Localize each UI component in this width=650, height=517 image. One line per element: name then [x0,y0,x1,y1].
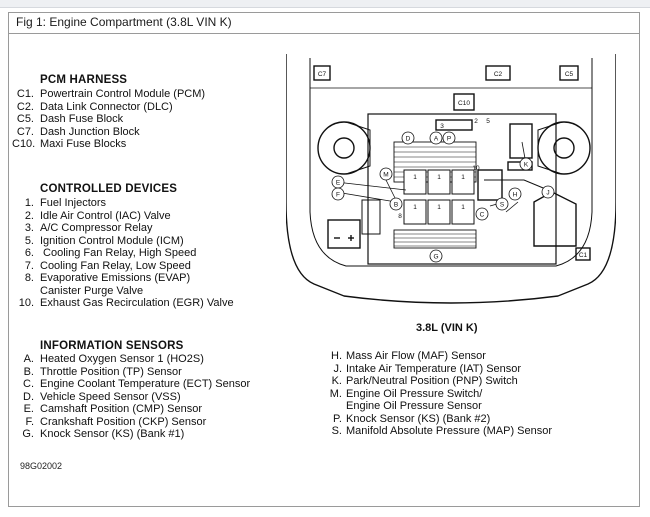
sensor-item: E.Camshaft Position (CMP) Sensor [23,403,202,415]
sensor-item: P.Knock Sensor (KS) (Bank #2) [333,412,491,425]
callout-1: 1 [437,204,441,211]
callout-m: M [383,172,388,179]
callout-g: G [433,254,438,261]
sensor-item: S.Manifold Absolute Pressure (MAP) Senso… [331,425,553,437]
pcm-harness-item: C7.Dash Junction Block [16,125,140,138]
sensor-callouts: D A P K M E F B S H J C G [331,131,555,263]
callout-1: 1 [461,204,465,211]
sensor-item: Engine Oil Pressure Sensor [346,400,482,412]
air-filter-box [533,191,577,247]
controlled-devices-heading: CONTROLLED DEVICES [40,183,178,195]
pcm-harness-item: C10.Maxi Fuse Blocks [12,138,127,150]
callout-f: F [336,192,340,199]
callout-8: 8 [398,213,402,220]
callout-1: 1 [461,174,465,181]
callout-2: 2 [474,118,478,125]
pcm-harness-item: C2.Data Link Connector (DLC) [16,100,173,113]
diagram-callouts: C7 C2 C5 C10 C1 3 2 5 10 8 1 1 1 1 1 1 [318,71,588,259]
information-sensors-heading: INFORMATION SENSORS [40,340,184,352]
callout-j: J [546,190,549,197]
sensor-item: A.Heated Oxygen Sensor 1 (HO2S) [23,353,204,365]
sensor-item: F.Crankshaft Position (CKP) Sensor [25,415,207,428]
figure-code: 98G02002 [20,461,63,471]
sensor-item: D.Vehicle Speed Sensor (VSS) [23,390,181,403]
battery [327,219,361,249]
callout-c2: C2 [494,71,503,78]
firewall-outline [309,58,593,267]
controlled-device-item: 10.Exhaust Gas Recirculation (EGR) Valve [18,297,234,309]
callout-c: C [480,212,485,219]
sensor-item: G.Knock Sensor (KS) (Bank #1) [22,428,185,440]
callout-c10: C10 [458,100,470,107]
controlled-device-item: 8.Evaporative Emissions (EVAP) [24,272,191,284]
callout-1: 1 [437,174,441,181]
sensor-item: H.Mass Air Flow (MAF) Sensor [331,350,486,362]
controlled-device-item: 3.A/C Compressor Relay [24,222,153,234]
pcm-harness-item: C1.Powertrain Control Module (PCM) [16,88,206,100]
title-divider [9,33,639,34]
left-fan [317,121,371,175]
callout-k: K [524,162,529,169]
callout-h: H [513,192,518,199]
callout-3: 3 [440,123,444,130]
callout-10: 10 [472,165,480,172]
sensor-item: K.Park/Neutral Position (PNP) Switch [331,375,518,387]
callout-c7: C7 [318,71,327,78]
callout-s: S [500,202,505,209]
callout-b: B [394,202,398,209]
controlled-device-item: 1.Fuel Injectors [24,197,107,209]
browser-bookmarks-strip [0,0,650,8]
sensor-item: M.Engine Oil Pressure Switch/ [329,387,483,400]
callout-c5: C5 [565,71,574,78]
compartment-outline [286,54,616,304]
controlled-device-item: 6. Cooling Fan Relay, High Speed [24,247,197,259]
callout-5: 5 [486,118,490,125]
sensor-item: J.Intake Air Temperature (IAT) Sensor [333,362,522,375]
controlled-device-item: 5.Ignition Control Module (ICM) [24,234,184,247]
controlled-device-item: 7.Cooling Fan Relay, Low Speed [24,259,191,272]
sensor-item: C.Engine Coolant Temperature (ECT) Senso… [23,378,251,390]
controlled-device-item: 2.Idle Air Control (IAC) Valve [24,209,171,222]
figure-title: Fig 1: Engine Compartment (3.8L VIN K) [16,15,232,29]
engine-compartment-diagram: C7 C2 C5 C10 C1 3 2 5 10 8 1 1 1 1 1 1 D… [286,54,616,304]
callout-c1: C1 [579,252,588,259]
sensor-item: B.Throttle Position (TP) Sensor [23,365,182,378]
pcm-harness-heading: PCM HARNESS [40,74,128,86]
callout-a: A [434,136,439,143]
figure-frame [8,12,640,507]
callout-1: 1 [413,204,417,211]
pcm-harness-item: C5.Dash Fuse Block [16,113,124,125]
engine-label: 3.8L (VIN K) [416,322,478,334]
callout-e: E [336,180,341,187]
callout-d: D [406,136,411,143]
engine-block [367,113,557,265]
callout-1: 1 [413,174,417,181]
controlled-device-item: Canister Purge Valve [40,284,144,297]
right-fan [537,121,591,175]
callout-p: P [447,136,451,143]
